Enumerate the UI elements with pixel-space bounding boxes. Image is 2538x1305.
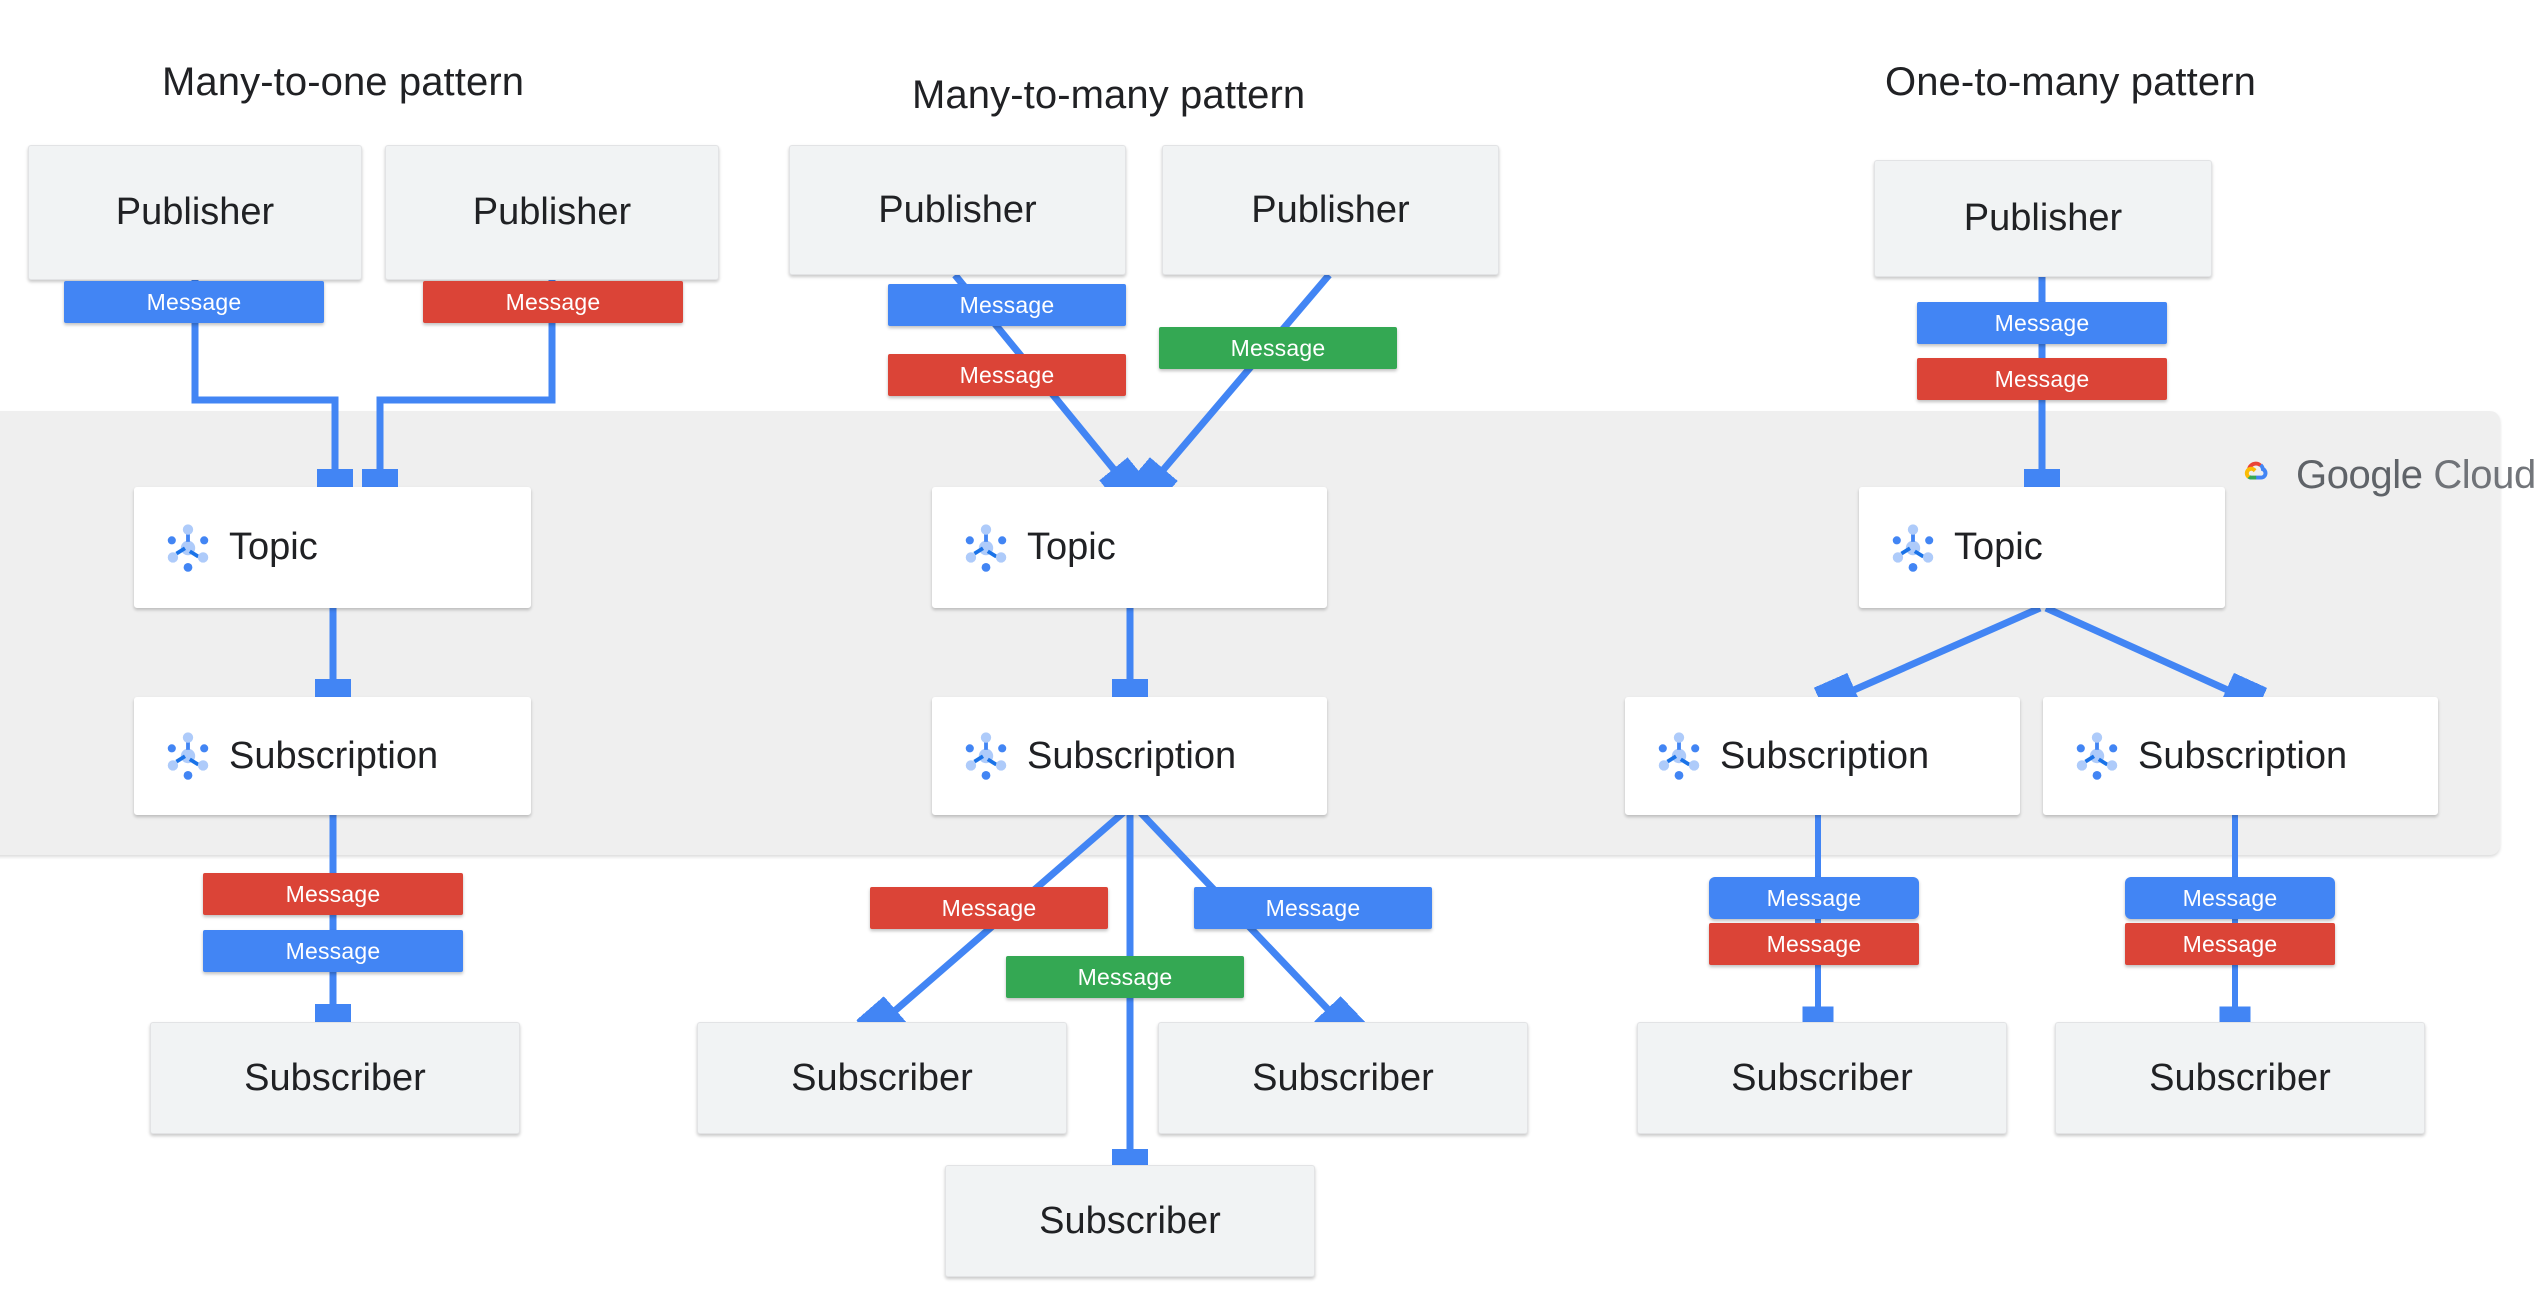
column-title-one-to-many: One-to-many pattern — [1885, 60, 2256, 104]
subscription-box[interactable]: Subscription — [2043, 697, 2438, 815]
publisher-label: Publisher — [1963, 197, 2123, 239]
publisher-box[interactable]: Publisher — [28, 145, 362, 280]
subscription-label: Subscription — [2138, 734, 2348, 777]
message-chip: Message — [888, 354, 1126, 396]
publisher-label: Publisher — [1251, 188, 1410, 231]
message-chip: Message — [423, 281, 683, 323]
subscriber-box[interactable]: Subscriber — [1637, 1022, 2007, 1134]
message-chip: Message — [203, 930, 463, 972]
message-chip: Message — [1159, 327, 1397, 369]
publisher-label: Publisher — [472, 191, 632, 233]
subscriber-label: Subscriber — [1252, 1056, 1434, 1099]
subscriber-box[interactable]: Subscriber — [150, 1022, 520, 1134]
column-title-many-to-many: Many-to-many pattern — [912, 73, 1306, 117]
topic-label: Topic — [229, 526, 318, 568]
pubsub-subscription-icon — [167, 732, 209, 780]
subscription-box[interactable]: Subscription — [932, 697, 1327, 815]
subscriber-box[interactable]: Subscriber — [697, 1022, 1067, 1134]
topic-box[interactable]: Topic — [134, 487, 531, 608]
message-chip: Message — [1194, 887, 1432, 929]
message-chip: Message — [2125, 923, 2335, 965]
subscriber-label: Subscriber — [244, 1056, 426, 1099]
publisher-box[interactable]: Publisher — [385, 145, 719, 280]
subscription-box[interactable]: Subscription — [1625, 697, 2020, 815]
subscription-label: Subscription — [229, 734, 439, 777]
publisher-box[interactable]: Publisher — [789, 145, 1126, 275]
message-chip: Message — [2125, 877, 2335, 919]
subscription-label: Subscription — [1720, 734, 1930, 777]
message-chip: Message — [870, 887, 1108, 929]
publisher-label: Publisher — [115, 191, 275, 233]
message-chip: Message — [1709, 877, 1919, 919]
message-chip: Message — [203, 873, 463, 915]
pubsub-topic-icon — [167, 523, 209, 572]
message-chip: Message — [1917, 358, 2167, 400]
subscriber-box[interactable]: Subscriber — [1158, 1022, 1528, 1134]
google-cloud-mark-icon — [2244, 461, 2268, 480]
google-cloud-wordmark: Google Cloud — [2296, 452, 2536, 497]
message-chip: Message — [1917, 302, 2167, 344]
subscription-label: Subscription — [1027, 734, 1237, 777]
pubsub-topic-icon — [1892, 523, 1934, 572]
pubsub-subscription-icon — [1658, 732, 1700, 780]
topic-label: Topic — [1954, 526, 2043, 568]
topic-box[interactable]: Topic — [1859, 487, 2225, 608]
publisher-label: Publisher — [878, 188, 1037, 231]
subscriber-label: Subscriber — [2149, 1056, 2331, 1099]
pubsub-topic-icon — [965, 523, 1007, 572]
topic-box[interactable]: Topic — [932, 487, 1327, 608]
message-chip: Message — [1709, 923, 1919, 965]
subscriber-label: Subscriber — [1039, 1199, 1221, 1242]
message-chip: Message — [64, 281, 324, 323]
subscriber-label: Subscriber — [1731, 1056, 1913, 1099]
topic-label: Topic — [1027, 526, 1116, 568]
column-title-many-to-one: Many-to-one pattern — [162, 60, 525, 104]
subscriber-box[interactable]: Subscriber — [2055, 1022, 2425, 1134]
subscriber-box[interactable]: Subscriber — [945, 1165, 1315, 1277]
subscription-box[interactable]: Subscription — [134, 697, 531, 815]
pubsub-subscription-icon — [965, 732, 1007, 780]
publisher-box[interactable]: Publisher — [1874, 160, 2212, 277]
message-chip: Message — [888, 284, 1126, 326]
publisher-box[interactable]: Publisher — [1162, 145, 1499, 275]
message-chip: Message — [1006, 956, 1244, 998]
google-cloud-logo: Google Cloud — [2228, 448, 2536, 502]
subscriber-label: Subscriber — [791, 1056, 973, 1099]
pubsub-subscription-icon — [2076, 732, 2118, 780]
